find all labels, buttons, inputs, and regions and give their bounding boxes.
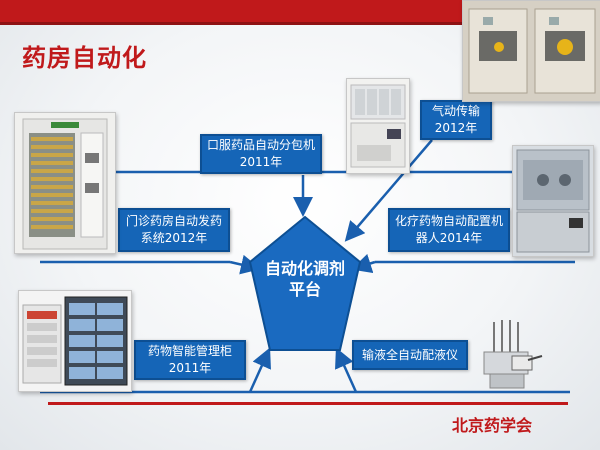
arrow-bottom-left [248,347,271,393]
pneumatic-station-photo [462,0,600,102]
label-line2: 2011年 [168,361,212,375]
arrow-top-right [344,139,433,242]
label-line2: 2011年 [239,155,283,169]
center-pentagon [248,215,362,351]
center-label-line2: 平台 [288,280,321,299]
label-chemo-robot: 化疗药物自动配置机 器人2014年 [388,208,510,252]
label-infusion-device: 输液全自动配液仪 [352,340,468,370]
label-line2: 2012年 [434,121,478,135]
label-smart-cabinet: 药物智能管理柜 2011年 [134,340,246,380]
label-pneumatic: 气动传输 2012年 [420,100,492,140]
infusion-device-photo [476,318,546,392]
smart-cabinet-icon [19,291,131,391]
label-line2: 器人2014年 [415,231,483,245]
packaging-machine-photo [346,78,410,174]
label-packaging-machine: 口服药品自动分包机 2011年 [200,134,322,174]
top-banner-shadow [0,22,600,25]
label-line1: 化疗药物自动配置机 [394,214,503,228]
packaging-machine-icon [347,79,409,173]
arrow-bottom-right [335,347,358,393]
label-outpatient-dispensing: 门诊药房自动发药 系统2012年 [118,208,230,252]
label-line1: 口服药品自动分包机 [206,138,315,152]
footer-organization: 北京药学会 [452,416,533,435]
infusion-device-icon [483,320,543,389]
label-line2: 系统2012年 [140,231,208,245]
slide-title: 药房自动化 [22,44,147,72]
top-banner [0,0,600,22]
footer-divider [48,402,568,405]
label-line1: 气动传输 [431,104,480,118]
dispensing-cabinet-photo [14,112,116,254]
smart-cabinet-photo [18,290,132,392]
label-line1: 输液全自动配液仪 [361,347,458,362]
pneumatic-station-icon [463,1,600,101]
center-label: 自动化调剂 平台 [255,258,355,300]
label-line1: 药物智能管理柜 [147,344,232,358]
label-line1: 门诊药房自动发药 [125,214,222,228]
chemo-robot-photo [512,145,594,257]
dispensing-cabinet-icon [15,113,115,253]
center-label-line1: 自动化调剂 [264,259,345,278]
chemo-robot-icon [513,146,593,256]
